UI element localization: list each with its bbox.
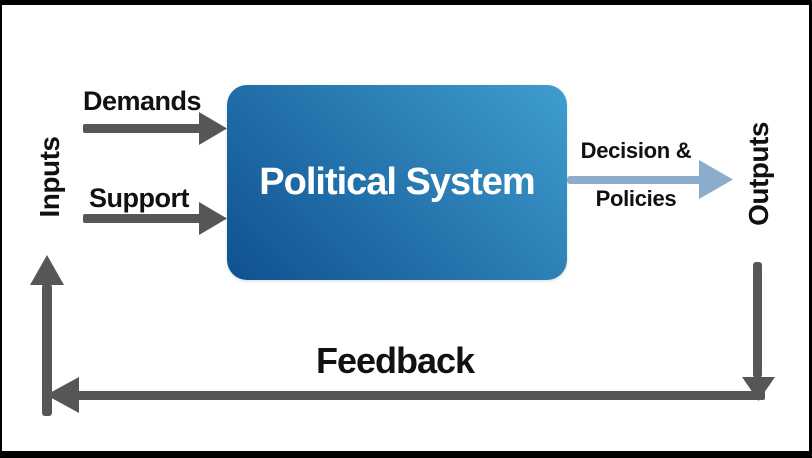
decision-label-line2: Policies [595,186,677,211]
political-system-title: Political System [259,161,535,203]
feedback-right-line [753,262,762,378]
feedback-left-line [42,284,52,416]
demands-label: Demands [83,86,202,116]
feedback-label: Feedback [315,340,475,381]
outputs-label: Outputs [743,122,774,226]
demands-arrow-shaft [83,124,203,133]
support-arrow-shaft [83,214,203,223]
political-system-box: Political System [227,85,567,280]
feedback-bottom-line [70,391,765,400]
decision-label-line1: Decision & [580,138,692,163]
output-arrow-shaft [567,176,712,184]
inputs-label: Inputs [34,136,65,218]
support-label: Support [89,183,189,213]
